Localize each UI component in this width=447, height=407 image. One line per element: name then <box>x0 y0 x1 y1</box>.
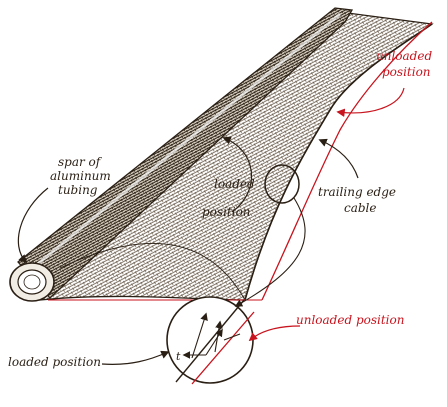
unloaded-position-detail-label: unloaded position <box>296 313 404 327</box>
detail-marker-circle <box>264 164 300 204</box>
unloaded-position-label-line1: unloaded <box>376 49 432 63</box>
spar-end-inner <box>17 269 47 295</box>
spar-leader <box>17 187 49 264</box>
cable-label-line2: cable <box>344 201 377 215</box>
trailing-edge-loaded <box>244 23 433 301</box>
sail-ridge <box>59 243 246 301</box>
detail-inset <box>166 296 255 385</box>
detail-t-label: t <box>176 350 181 363</box>
spar-end-bore <box>23 274 41 290</box>
loaded-position-leader <box>222 136 253 213</box>
spar-highlight <box>27 12 341 274</box>
loaded-position-detail-label: loaded position <box>8 355 101 369</box>
spar-label-line1: spar of <box>58 155 103 169</box>
unloaded-top-leader <box>336 87 405 117</box>
cable-leader <box>318 138 359 179</box>
spar-label-line3: tubing <box>58 183 98 197</box>
unloaded-detail-leader <box>248 325 301 342</box>
cable-label-line1: trailing edge <box>318 185 396 199</box>
loaded-position-label-line1: loaded <box>214 177 255 191</box>
trailing-edge-unloaded <box>261 21 433 301</box>
unloaded-position-label-line2: position <box>382 65 431 79</box>
loaded-position-label-line2: position <box>202 205 251 219</box>
spar-label-line2: aluminum <box>50 169 111 183</box>
detail-leader <box>234 197 306 307</box>
loaded-detail-leader <box>101 350 170 365</box>
